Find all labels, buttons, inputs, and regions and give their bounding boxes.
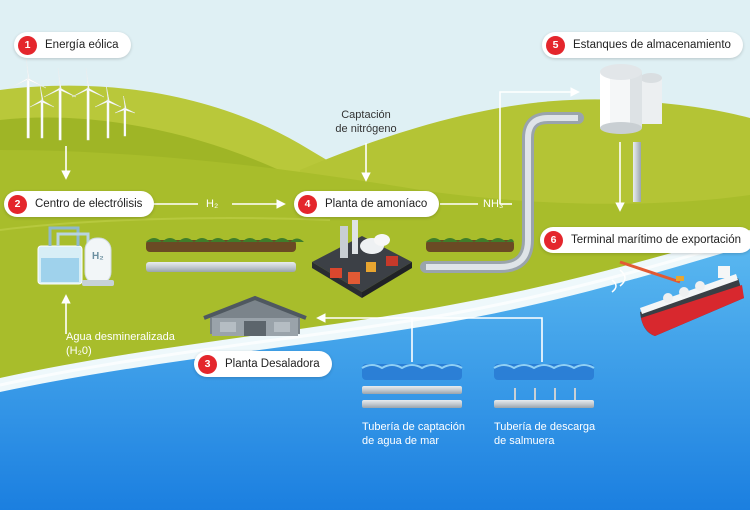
pipeline-segment-nh3 xyxy=(426,238,514,252)
step-5-storage-tanks: 5 Estanques de almacenamiento xyxy=(542,32,743,58)
step-label: Planta Desaladora xyxy=(225,358,320,370)
step-6-export-terminal: 6 Terminal marítimo de exportación xyxy=(540,227,750,253)
wind-turbine-icon xyxy=(9,55,136,141)
desalination-plant-icon xyxy=(203,295,307,336)
hydrogen-tank-mark: H₂ xyxy=(92,251,104,262)
storage-tanks-icon xyxy=(600,64,662,134)
arrow-sea-to-desal xyxy=(316,313,543,362)
step-4-ammonia-plant: 4 Planta de amoníaco xyxy=(294,191,440,217)
step-2-electrolysis-center: 2 Centro de electrólisis xyxy=(4,191,155,217)
step-label: Terminal marítimo de exportación xyxy=(571,234,742,246)
step-label: Estanques de almacenamiento xyxy=(573,39,731,51)
tanker-ship-icon xyxy=(640,266,744,336)
step-label: Planta de amoníaco xyxy=(325,198,428,210)
ammonia-plant-icon xyxy=(312,220,412,298)
seawater-intake-pipe xyxy=(361,364,463,408)
step-3-desalination-plant: 3 Planta Desaladora xyxy=(194,351,332,377)
h2-flow-label: H₂ xyxy=(206,198,219,210)
nh3-flow-label: NH₃ xyxy=(483,198,504,210)
brine-discharge-pipe xyxy=(493,364,595,408)
seawater-intake-label: Tubería de captación de agua de mar xyxy=(362,421,465,447)
step-1-wind-energy: 1 Energía eólica xyxy=(14,32,131,58)
nitrogen-capture-label: Captación de nitrógeno xyxy=(335,109,397,135)
brine-discharge-label: Tubería de descarga de salmuera xyxy=(494,421,596,447)
demineralized-water-label: Agua desmineralizada (H₂0) xyxy=(66,331,175,357)
pipeline-segment-h2 xyxy=(146,238,304,272)
step-label: Centro de electrólisis xyxy=(35,198,143,210)
electrolyzer-icon xyxy=(37,226,114,286)
step-label: Energía eólica xyxy=(45,39,119,51)
arrow-nh3-to-tanks xyxy=(499,87,580,204)
